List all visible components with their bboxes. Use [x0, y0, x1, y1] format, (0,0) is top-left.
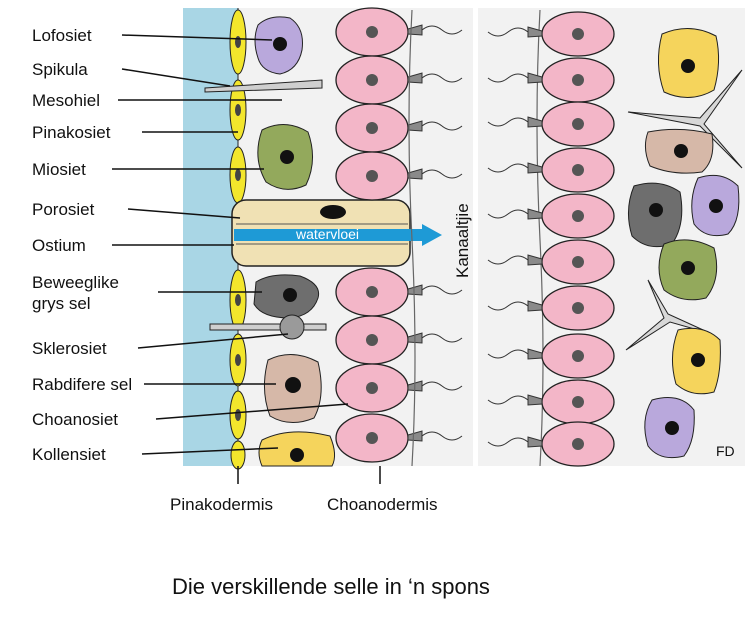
lophocyte-cell	[254, 16, 303, 75]
label-beweeglike: Beweeglike	[32, 273, 119, 292]
choanocyte-cell	[487, 193, 615, 239]
choanocytes-right	[487, 11, 615, 467]
water-flow-arrow	[234, 224, 442, 246]
rhabdiferous-cell	[264, 354, 322, 423]
label-rabdifere-sel: Rabdifere sel	[32, 375, 132, 394]
lophocyte-right-1	[691, 174, 740, 237]
water-region	[183, 8, 238, 466]
canal-wall-left	[408, 9, 416, 467]
choanocyte-cell	[487, 421, 615, 467]
spicule-triradiate-top	[627, 69, 743, 169]
canal-label: Kanaaltjie	[453, 203, 472, 278]
spicule	[204, 79, 323, 93]
spicule-triradiate-bottom	[625, 279, 713, 351]
label-kollensiet: Kollensiet	[32, 445, 106, 464]
label-lofosiet: Lofosiet	[32, 26, 92, 45]
choanocyte-cell	[335, 315, 463, 365]
choanocyte-cell	[487, 57, 615, 103]
myocyte-cell	[257, 124, 313, 190]
label-mesohiel: Mesohiel	[32, 91, 100, 110]
collencyte-right-top	[658, 28, 720, 98]
choanocyte-cell	[335, 103, 463, 153]
label-choanosiet: Choanosiet	[32, 410, 118, 429]
label-pinakodermis: Pinakodermis	[170, 495, 273, 514]
label-porosiet: Porosiet	[32, 200, 95, 219]
label-choanodermis: Choanodermis	[327, 495, 438, 514]
label-sklerosiet: Sklerosiet	[32, 339, 107, 358]
label-grys-sel: grys sel	[32, 294, 91, 313]
collencyte-cell	[258, 431, 336, 467]
label-spikula: Spikula	[32, 60, 88, 79]
choanocyte-cell	[335, 363, 463, 413]
choanocyte-cell	[335, 55, 463, 105]
choanocyte-cell	[487, 147, 615, 193]
choanocyte-cell	[487, 11, 615, 57]
rhabdiferous-right	[644, 128, 714, 174]
caption: Die verskillende selle in ‘n spons	[172, 574, 490, 599]
label-pinakosiet: Pinakosiet	[32, 123, 111, 142]
myocyte-right	[658, 239, 718, 301]
choanocyte-cell	[487, 101, 615, 147]
lophocyte-right-2	[644, 397, 695, 459]
choanocyte-cell	[487, 239, 615, 285]
grey-cell-right	[628, 182, 683, 248]
leader-lines	[112, 34, 381, 484]
choanocyte-cell	[335, 151, 463, 201]
collencyte-right-bottom	[672, 327, 721, 395]
grey-amoebocyte	[253, 274, 320, 319]
pinacocyte-chain	[229, 8, 247, 470]
water-flow-label: watervloei	[295, 226, 359, 242]
artist-signature: FD	[716, 443, 735, 459]
choanocyte-cell	[487, 333, 615, 379]
label-ostium: Ostium	[32, 236, 86, 255]
choanocyte-cell	[335, 413, 463, 463]
choanocytes-left	[335, 7, 463, 463]
label-miosiet: Miosiet	[32, 160, 86, 179]
choanocyte-cell	[487, 285, 615, 331]
sclerocyte	[209, 314, 327, 340]
